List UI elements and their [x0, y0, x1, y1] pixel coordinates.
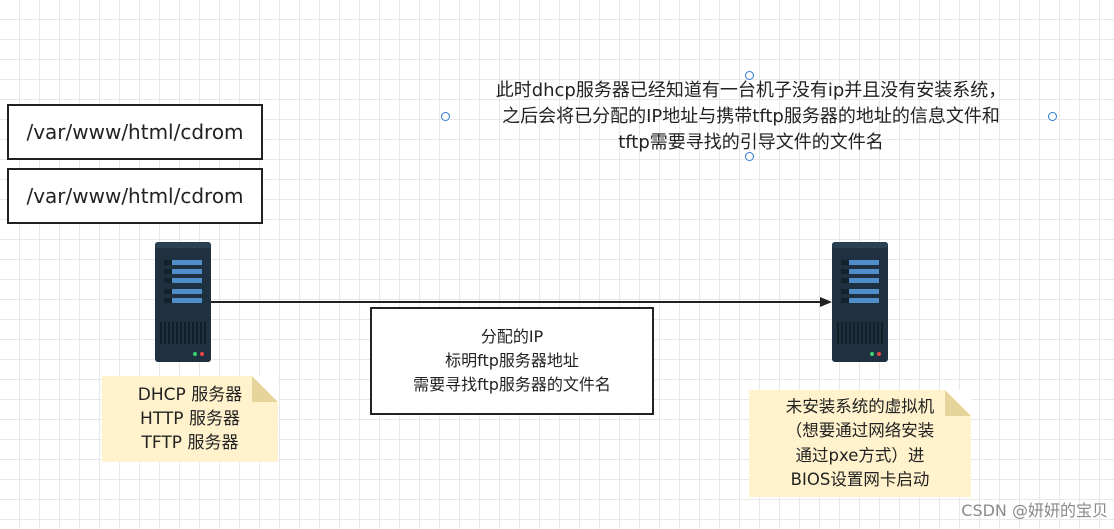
path-box-bottom[interactable]: /var/www/html/cdrom [7, 168, 263, 224]
server-icon[interactable] [832, 242, 888, 362]
message-line: 标明ftp服务器地址 [445, 351, 579, 370]
note-servers[interactable]: DHCP 服务器 HTTP 服务器 TFTP 服务器 [102, 376, 278, 462]
note-line: TFTP 服务器 [141, 433, 239, 453]
note-line: 未安装系统的虚拟机 [785, 396, 935, 416]
annotation-line: tftp需要寻找的引导文件的文件名 [618, 132, 884, 153]
annotation-line: 此时dhcp服务器已经知道有一台机子没有ip并且没有安装系统， [495, 80, 1007, 101]
message-line: 需要寻找ftp服务器的文件名 [413, 375, 611, 394]
resize-handle-left[interactable] [441, 112, 450, 121]
message-box[interactable]: 分配的IP 标明ftp服务器地址 需要寻找ftp服务器的文件名 [370, 307, 654, 415]
path-box-top[interactable]: /var/www/html/cdrom [7, 104, 263, 160]
note-client-vm[interactable]: 未安装系统的虚拟机 （想要通过网络安装 通过pxe方式）进 BIOS设置网卡启动 [749, 390, 971, 497]
server-icon[interactable] [155, 242, 211, 362]
note-line: （想要通过网络安装 [785, 421, 935, 440]
annotation-line: 之后会将已分配的IP地址与携带tftp服务器的地址的信息文件和 [502, 106, 1000, 127]
resize-handle-top[interactable] [745, 71, 754, 80]
note-line: BIOS设置网卡启动 [790, 470, 930, 489]
note-line: DHCP 服务器 [137, 385, 243, 405]
watermark: CSDN @妍妍的宝贝 [961, 501, 1108, 520]
message-line: 分配的IP [480, 327, 544, 346]
resize-handle-right[interactable] [1048, 112, 1057, 121]
resize-handle-bottom[interactable] [745, 152, 754, 161]
note-line: 通过pxe方式）进 [795, 445, 925, 465]
path-box-bottom-label: /var/www/html/cdrom [26, 184, 244, 208]
note-line: HTTP 服务器 [140, 409, 240, 429]
path-box-top-label: /var/www/html/cdrom [26, 120, 244, 144]
annotation-text[interactable]: 此时dhcp服务器已经知道有一台机子没有ip并且没有安装系统， 之后会将已分配的… [449, 76, 1053, 158]
